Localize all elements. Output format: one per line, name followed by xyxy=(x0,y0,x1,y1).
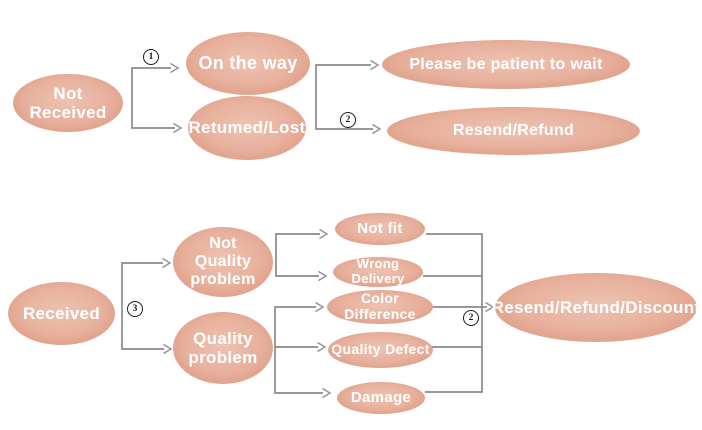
node-on-the-way-label: On the way xyxy=(198,53,298,74)
arrow-to-please-wait xyxy=(370,60,380,70)
arrow-to-on-the-way xyxy=(170,63,180,73)
node-returned-lost: Retumed/Lost xyxy=(188,96,306,160)
arrow-to-quality-problem xyxy=(163,344,173,354)
node-not-fit-label: Not fit xyxy=(357,219,403,237)
badge-step-1-icon: 1 xyxy=(143,49,159,65)
node-resend-refund: Resend/Refund xyxy=(387,107,640,155)
node-not-quality-problem-label: Not Quality problem xyxy=(190,235,256,288)
node-damage: Damage xyxy=(337,382,425,414)
node-please-wait-label: Please be patient to wait xyxy=(409,55,603,73)
node-color-difference-label: Color Difference xyxy=(344,290,416,322)
arrow-to-not-quality-problem xyxy=(162,258,172,268)
node-resend-refund-discount: Resend/Refund/Discount xyxy=(492,273,700,342)
arrow-to-damage xyxy=(322,388,332,398)
arrow-to-not-fit xyxy=(319,229,329,239)
node-on-the-way: On the way xyxy=(186,32,310,95)
arrow-to-resend-refund xyxy=(372,124,382,134)
node-not-quality-problem: Not Quality problem xyxy=(173,227,273,297)
node-resend-refund-discount-label: Resend/Refund/Discount xyxy=(491,297,701,317)
node-quality-defect-label: Quality Defect xyxy=(331,341,430,358)
node-wrong-delivery: Wrong Delivery xyxy=(333,257,423,287)
node-not-received: Not Received xyxy=(13,74,123,132)
node-wrong-delivery-label: Wrong Delivery xyxy=(351,256,405,286)
badge-step-2-bottom-icon: 2 xyxy=(463,310,479,326)
node-received-label: Received xyxy=(22,303,101,323)
badge-step-2-top-icon: 2 xyxy=(340,112,356,128)
node-returned-lost-label: Retumed/Lost xyxy=(188,118,306,138)
node-not-received-label: Not Received xyxy=(29,83,107,122)
node-resend-refund-label: Resend/Refund xyxy=(452,122,575,140)
node-received: Received xyxy=(8,282,115,345)
arrow-to-color-difference xyxy=(315,302,325,312)
node-damage-label: Damage xyxy=(350,388,412,406)
node-quality-defect: Quality Defect xyxy=(328,332,433,368)
node-color-difference: Color Difference xyxy=(327,290,433,324)
arrow-to-returned-lost xyxy=(173,123,183,133)
arrowheads xyxy=(162,60,495,398)
node-not-fit: Not fit xyxy=(335,213,425,245)
node-quality-problem-label: Quality problem xyxy=(188,328,258,367)
connector-lines xyxy=(121,64,487,394)
node-please-wait: Please be patient to wait xyxy=(382,40,630,89)
arrow-to-resend-refund-discount xyxy=(485,302,495,312)
arrow-to-wrong-delivery xyxy=(318,271,328,281)
node-quality-problem: Quality problem xyxy=(173,312,273,384)
badge-step-3-icon: 3 xyxy=(127,301,143,317)
arrow-to-quality-defect xyxy=(317,342,327,352)
